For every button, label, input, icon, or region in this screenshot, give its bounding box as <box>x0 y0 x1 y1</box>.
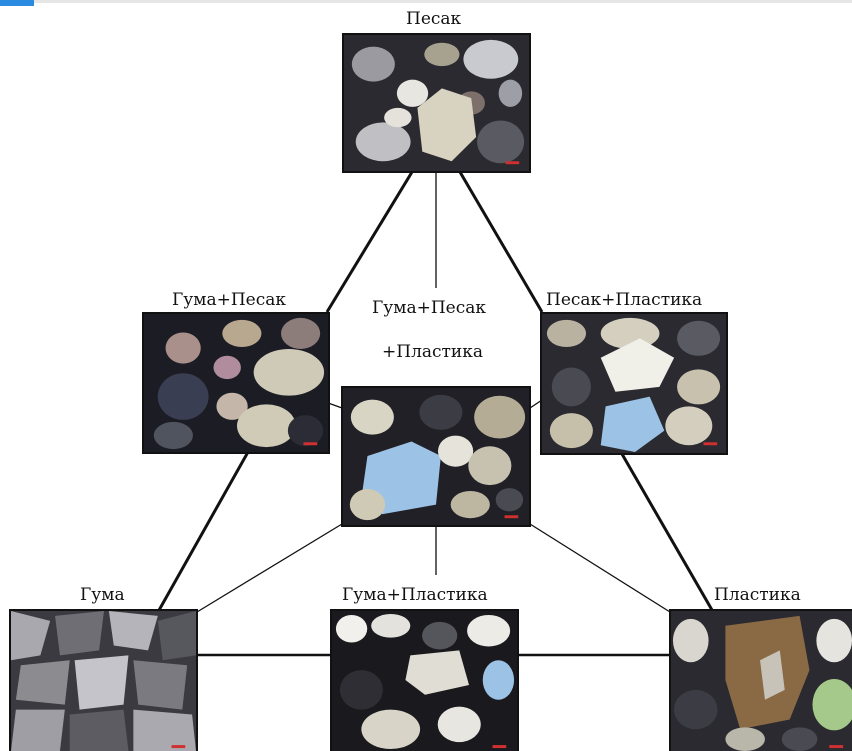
photo-plastic <box>669 609 852 751</box>
edge-sand-to-sandplastic <box>458 171 544 313</box>
edge-rubbersand-to-rubber <box>156 451 250 613</box>
label-sand-plastic: Песак+Пластика <box>546 290 703 310</box>
edge-sand-to-rubbersand <box>325 171 414 313</box>
label-sand: Песак <box>406 9 462 29</box>
label-rubber: Гума <box>80 585 125 605</box>
label-rubber-plastic: Гума+Пластика <box>342 585 488 605</box>
label-rubber-sand: Гума+Песак <box>172 290 287 310</box>
photo-rubber-sand-plastic <box>341 386 531 527</box>
photo-rubber-plastic <box>330 609 519 751</box>
photo-sand <box>342 33 531 173</box>
edge-sandplastic-to-plastic <box>620 453 714 611</box>
edge-center-to-rubber <box>196 523 343 613</box>
photo-rubber-sand <box>142 312 330 454</box>
label-rubber-sand-plastic-line1: Гума+Песак <box>372 298 487 318</box>
top-border <box>0 0 852 3</box>
label-rubber-sand-plastic-line2: +Пластика <box>382 342 484 362</box>
photo-rubber <box>9 609 198 751</box>
photo-sand-plastic <box>540 312 728 455</box>
edge-center-to-plastic <box>529 523 671 613</box>
top-accent-mark <box>0 0 34 6</box>
label-plastic: Пластика <box>714 585 801 605</box>
